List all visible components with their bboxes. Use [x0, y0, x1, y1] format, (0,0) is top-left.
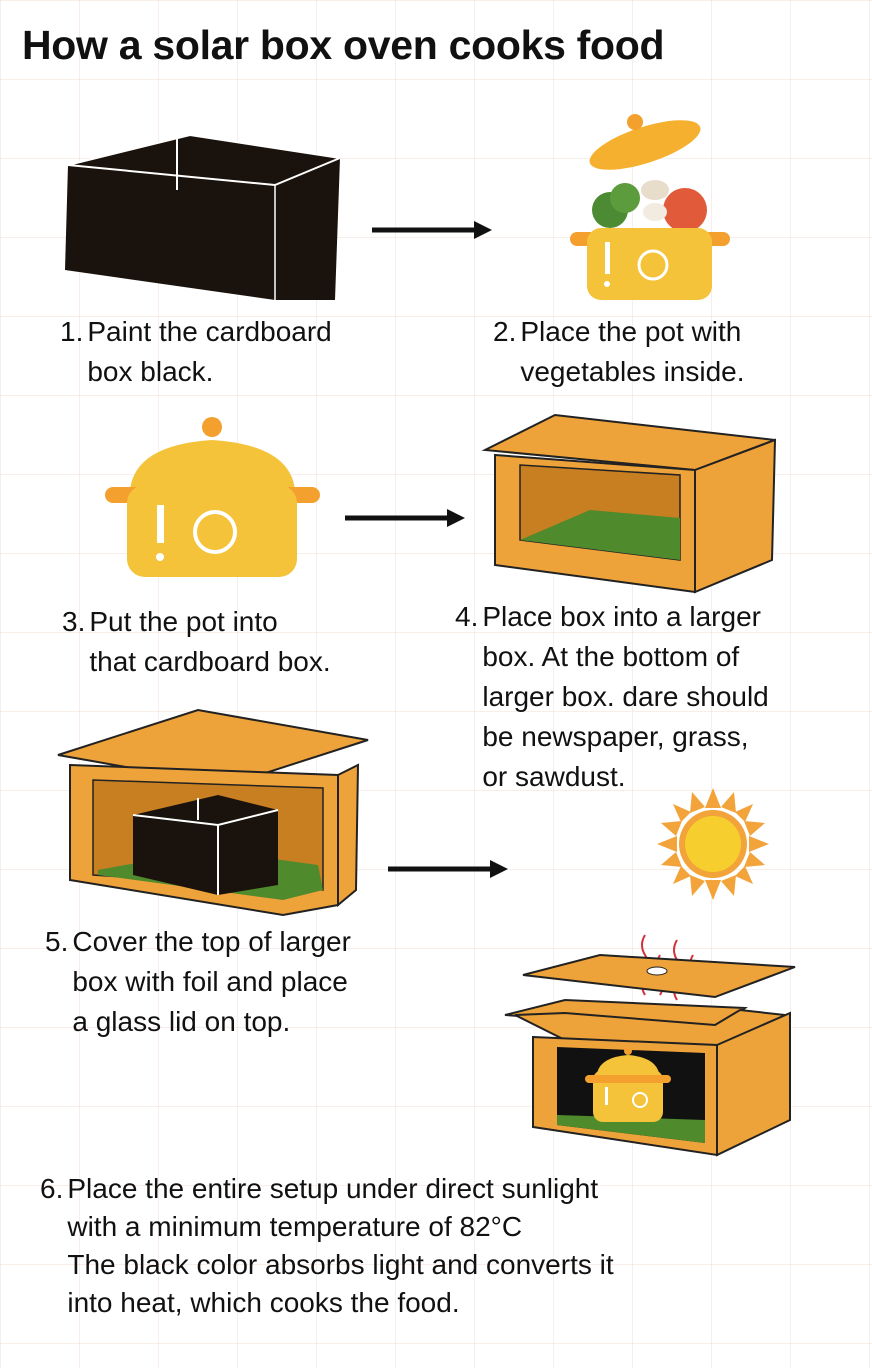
- step-text-line: Put the pot into: [89, 606, 278, 637]
- step-text-line: into heat, which cooks the food.: [67, 1287, 460, 1318]
- step-1: 1. Paint the cardboard box black.: [60, 312, 332, 392]
- step-text-line: Paint the cardboard: [87, 316, 332, 347]
- pot-illustration: [105, 417, 320, 577]
- step-4: 4. Place box into a larger box. At the b…: [455, 597, 769, 797]
- step-5: 5. Cover the top of larger box with foil…: [45, 922, 351, 1042]
- step-number: 3.: [62, 606, 86, 637]
- arrow-icon: [345, 509, 465, 527]
- step-text-line: Place the pot with: [520, 316, 742, 347]
- step-text-line: Place box into a larger: [482, 601, 761, 632]
- step-number: 2.: [493, 316, 517, 347]
- sun-icon: [657, 788, 769, 900]
- step-text-line: larger box. dare should: [482, 681, 769, 712]
- step-text-line: or sawdust.: [482, 761, 626, 792]
- step-text-line: be newspaper, grass,: [482, 721, 749, 752]
- orange-box-illustration: [481, 413, 777, 594]
- step-text-line: Place the entire setup under direct sunl…: [67, 1173, 599, 1204]
- pot-with-vegetables-illustration: [570, 114, 730, 300]
- step-text-line: box black.: [87, 356, 214, 387]
- black-box-illustration: [65, 133, 341, 302]
- step-text-line: The black color absorbs light and conver…: [67, 1249, 614, 1280]
- step-text-line: a glass lid on top.: [72, 1006, 291, 1037]
- arrow-icon: [372, 221, 492, 239]
- step-text-line: that cardboard box.: [89, 646, 331, 677]
- box-in-box-illustration: [57, 708, 369, 917]
- step-6: 6. Place the entire setup under direct s…: [40, 1170, 614, 1322]
- step-text-line: box. At the bottom of: [482, 641, 740, 672]
- step-2: 2. Place the pot with vegetables inside.: [493, 312, 745, 392]
- arrow-icon: [388, 860, 508, 878]
- step-3: 3. Put the pot into that cardboard box.: [62, 602, 331, 682]
- step-number: 1.: [60, 316, 84, 347]
- step-text-line: Cover the top of larger: [72, 926, 351, 957]
- step-number: 5.: [45, 926, 69, 957]
- step-number: 4.: [455, 601, 479, 632]
- step-text-line: with a minimum temperature of 82°C: [67, 1211, 523, 1242]
- step-number: 6.: [40, 1173, 64, 1204]
- step-text-line: box with foil and place: [72, 966, 348, 997]
- page-title: How a solar box oven cooks food: [22, 22, 665, 68]
- solar-oven-illustration: [504, 934, 796, 1157]
- step-text-line: vegetables inside.: [520, 356, 745, 387]
